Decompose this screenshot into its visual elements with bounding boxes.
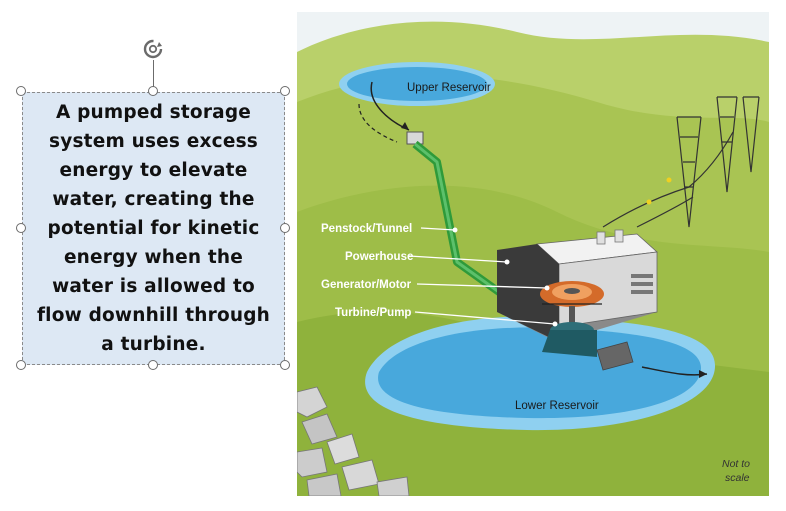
transmission-towers <box>602 96 760 228</box>
lower-reservoir-label: Lower Reservoir <box>515 400 599 412</box>
turbine-label: Turbine/Pump <box>335 307 411 319</box>
pumped-storage-diagram[interactable]: Upper Reservoir Lower Reservoir <box>297 12 769 496</box>
resize-handle-top-right[interactable] <box>280 86 290 96</box>
resize-handle-top-left[interactable] <box>16 86 26 96</box>
resize-handle-bottom-left[interactable] <box>16 360 26 370</box>
text-box-content[interactable]: A pumped storage system uses excess ener… <box>36 102 271 355</box>
not-to-label: Not to <box>722 458 750 470</box>
rotation-handle-line <box>153 60 154 92</box>
resize-handle-bottom-right[interactable] <box>280 360 290 370</box>
diagram-svg: Upper Reservoir Lower Reservoir <box>297 12 769 496</box>
resize-handle-middle-left[interactable] <box>16 223 26 233</box>
scale-label: scale <box>725 472 750 484</box>
text-box[interactable]: A pumped storage system uses excess ener… <box>22 92 285 365</box>
upper-reservoir-label: Upper Reservoir <box>407 82 491 94</box>
rocks <box>297 386 410 496</box>
powerhouse-label: Powerhouse <box>345 251 413 263</box>
resize-handle-top-center[interactable] <box>148 86 158 96</box>
resize-handle-middle-right[interactable] <box>280 223 290 233</box>
generator-label: Generator/Motor <box>321 279 412 291</box>
resize-handle-bottom-center[interactable] <box>148 360 158 370</box>
penstock-label: Penstock/Tunnel <box>321 223 412 235</box>
rotate-handle-icon[interactable] <box>140 36 166 62</box>
